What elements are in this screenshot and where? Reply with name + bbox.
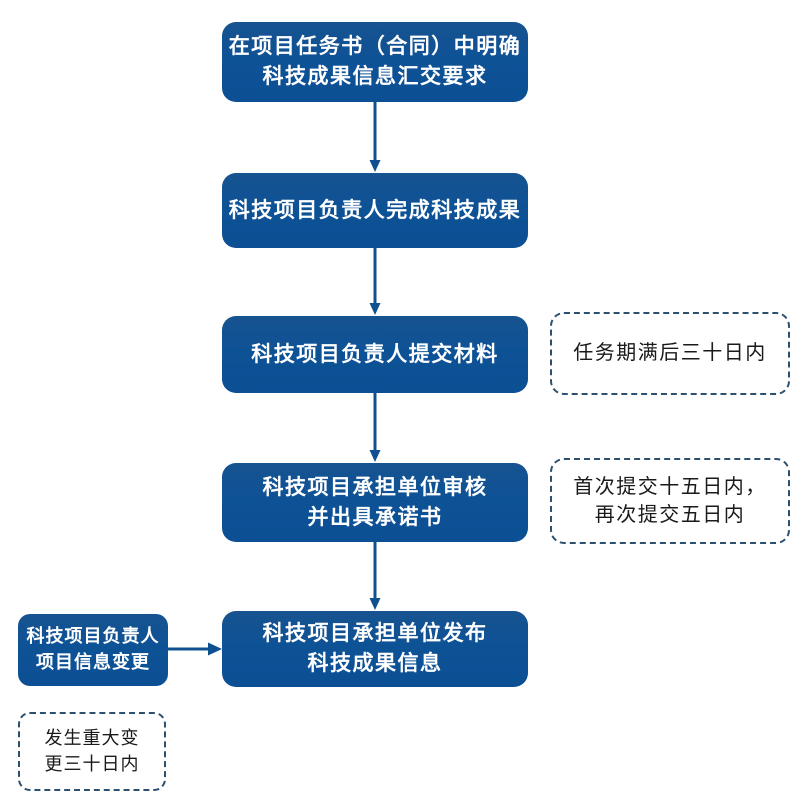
node-label: 科技项目负责人完成科技成果 (228, 198, 522, 222)
arrow-n1-to-n2 (369, 102, 381, 172)
arrow-side-to-n5 (167, 642, 222, 656)
arrow-n2-to-n3 (369, 248, 381, 315)
node-define-submission-requirement[interactable]: 在项目任务书（合同）中明确 科技成果信息汇交要求 (222, 22, 528, 102)
note-deadline-major-change: 发生重大变 更三十日内 (18, 712, 166, 791)
note-label: 发生重大变 更三十日内 (44, 727, 140, 774)
node-label: 科技项目负责人 项目信息变更 (26, 626, 160, 672)
note-deadline-after-task-period: 任务期满后三十日内 (550, 312, 790, 395)
node-label: 在项目任务书（合同）中明确 科技成果信息汇交要求 (228, 35, 522, 88)
node-label: 科技项目承担单位审核 并出具承诺书 (262, 475, 488, 529)
note-label: 任务期满后三十日内 (573, 342, 767, 365)
note-deadline-review-days: 首次提交十五日内， 再次提交五日内 (550, 458, 790, 544)
node-project-info-change[interactable]: 科技项目负责人 项目信息变更 (18, 614, 168, 686)
node-submit-materials[interactable]: 科技项目负责人提交材料 (222, 316, 528, 393)
arrow-n3-to-n4 (369, 393, 381, 462)
node-unit-review-and-commitment[interactable]: 科技项目承担单位审核 并出具承诺书 (222, 463, 528, 542)
node-label: 科技项目负责人提交材料 (251, 342, 499, 366)
node-complete-achievement[interactable]: 科技项目负责人完成科技成果 (222, 173, 528, 248)
node-label: 科技项目承担单位发布 科技成果信息 (262, 622, 488, 675)
note-label: 首次提交十五日内， 再次提交五日内 (573, 475, 767, 526)
arrow-n4-to-n5 (369, 542, 381, 610)
node-publish-achievement-info[interactable]: 科技项目承担单位发布 科技成果信息 (222, 611, 528, 687)
